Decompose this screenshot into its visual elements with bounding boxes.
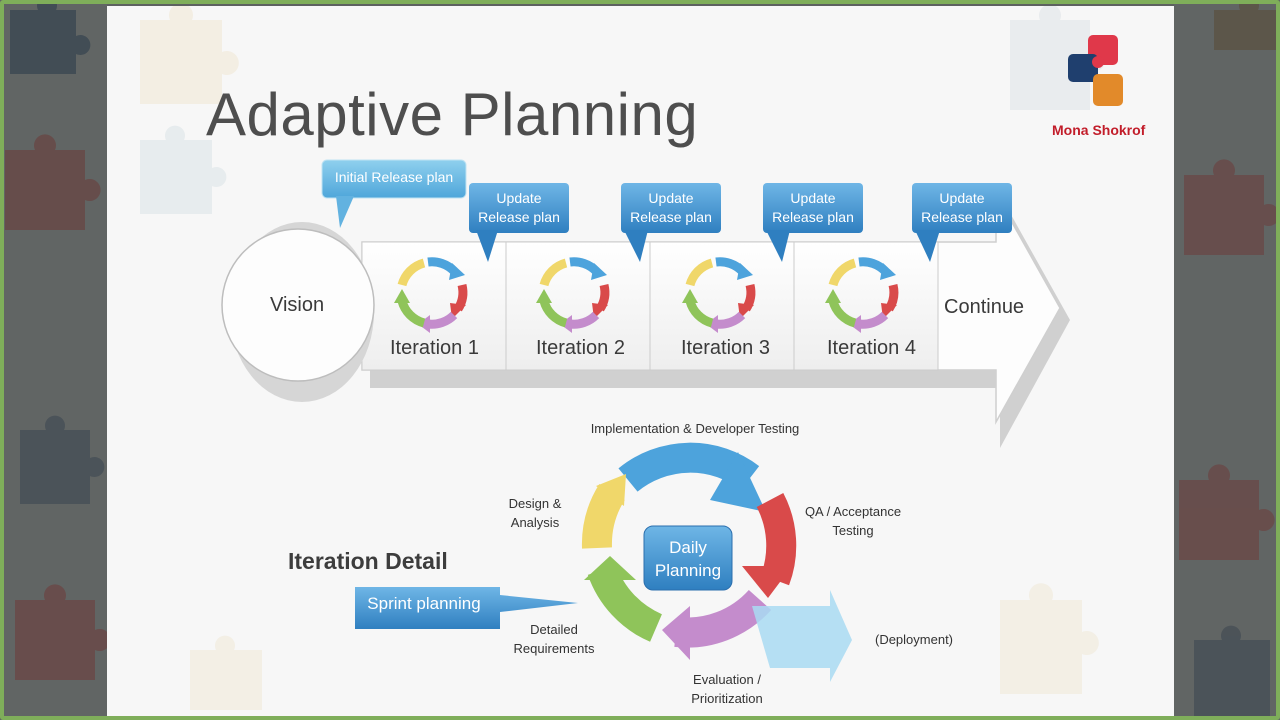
iteration-label-3: Iteration 3 [681,337,770,359]
sprint-callout-shape [355,587,578,629]
initial-release-callout-shape [321,159,467,228]
vision-circle [221,228,375,382]
iteration-label-1: Iteration 1 [390,337,479,359]
puzzle-decor-right [1179,0,1280,720]
diagram-canvas [140,6,1123,710]
initial-release-callout: Initial Release plan [334,169,454,185]
slide [107,6,1174,720]
update-release-callout-1: Update Release plan [478,190,560,225]
iteration-cycle [581,442,852,682]
brand-logo-icon [1068,35,1123,106]
stage-deployment: (Deployment) [874,632,954,647]
vision-label: Vision [270,294,325,316]
stage-qa: QA / Acceptance Testing [804,504,902,538]
stage-requirements: Detailed Requirements [513,622,595,656]
puzzle-decor-left [5,0,107,680]
iteration-detail-heading: Iteration Detail [288,548,448,574]
stage-evaluation: Evaluation / Prioritization [691,672,763,706]
update-release-callout-4: Update Release plan [921,190,1003,225]
right-side-panel [1174,0,1280,720]
left-side-panel [0,0,107,720]
update-release-callout-2: Update Release plan [630,190,712,225]
brand-name: Mona Shokrof [1052,122,1146,138]
stage-implementation: Implementation & Developer Testing [590,421,800,436]
sprint-planning-callout: Sprint planning [367,594,481,613]
daily-planning-label: Daily Planning [654,538,722,580]
stage-design: Design & Analysis [508,496,562,530]
daily-planning-box [643,525,733,591]
update-callout-shapes [469,183,1012,262]
iteration-label-2: Iteration 2 [536,337,625,359]
update-release-callout-3: Update Release plan [772,190,854,225]
continue-label: Continue [944,296,1025,318]
page-title: Adaptive Planning [206,81,699,148]
iteration-label-4: Iteration 4 [827,337,916,359]
slide-puzzle-decor [140,6,1106,710]
